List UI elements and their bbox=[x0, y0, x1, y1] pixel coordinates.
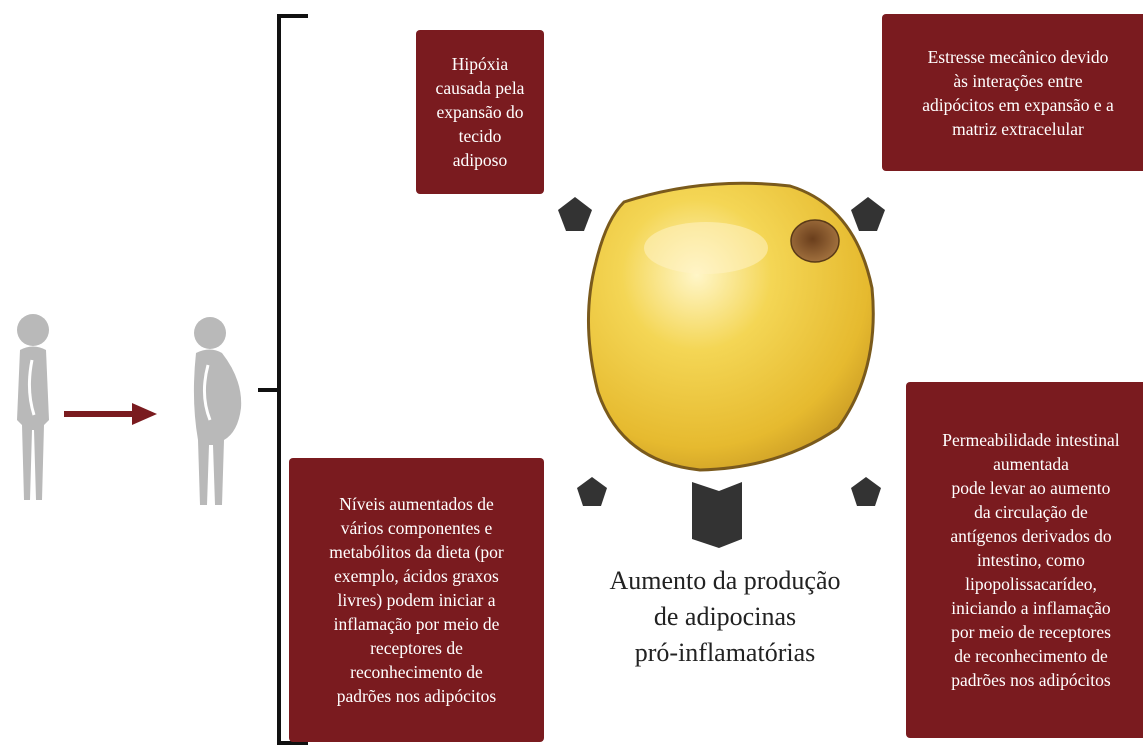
dietary-metabolites-box: Níveis aumentados de vários componentes … bbox=[289, 458, 544, 742]
hypoxia-box: Hipóxia causada pela expansão do tecido … bbox=[416, 30, 544, 194]
pentagon-markers bbox=[558, 197, 885, 548]
marker-top-right bbox=[851, 197, 885, 231]
marker-bottom-right bbox=[851, 477, 881, 506]
weight-gain-arrow bbox=[64, 403, 157, 425]
intestinal-permeability-box: Permeabilidade intestinal aumentada pode… bbox=[906, 382, 1143, 738]
bracket bbox=[258, 14, 308, 745]
adipocyte-cell bbox=[587, 181, 875, 472]
marker-bottom-center bbox=[692, 482, 742, 548]
adipokine-production-caption: Aumento da produção de adipocinas pró-in… bbox=[609, 566, 841, 667]
marker-top-left bbox=[558, 197, 592, 231]
marker-bottom-left bbox=[577, 477, 607, 506]
normal-person-icon bbox=[17, 314, 49, 500]
mechanical-stress-box: Estresse mecânico devido às interações e… bbox=[882, 14, 1143, 171]
obese-person-icon bbox=[193, 317, 242, 505]
